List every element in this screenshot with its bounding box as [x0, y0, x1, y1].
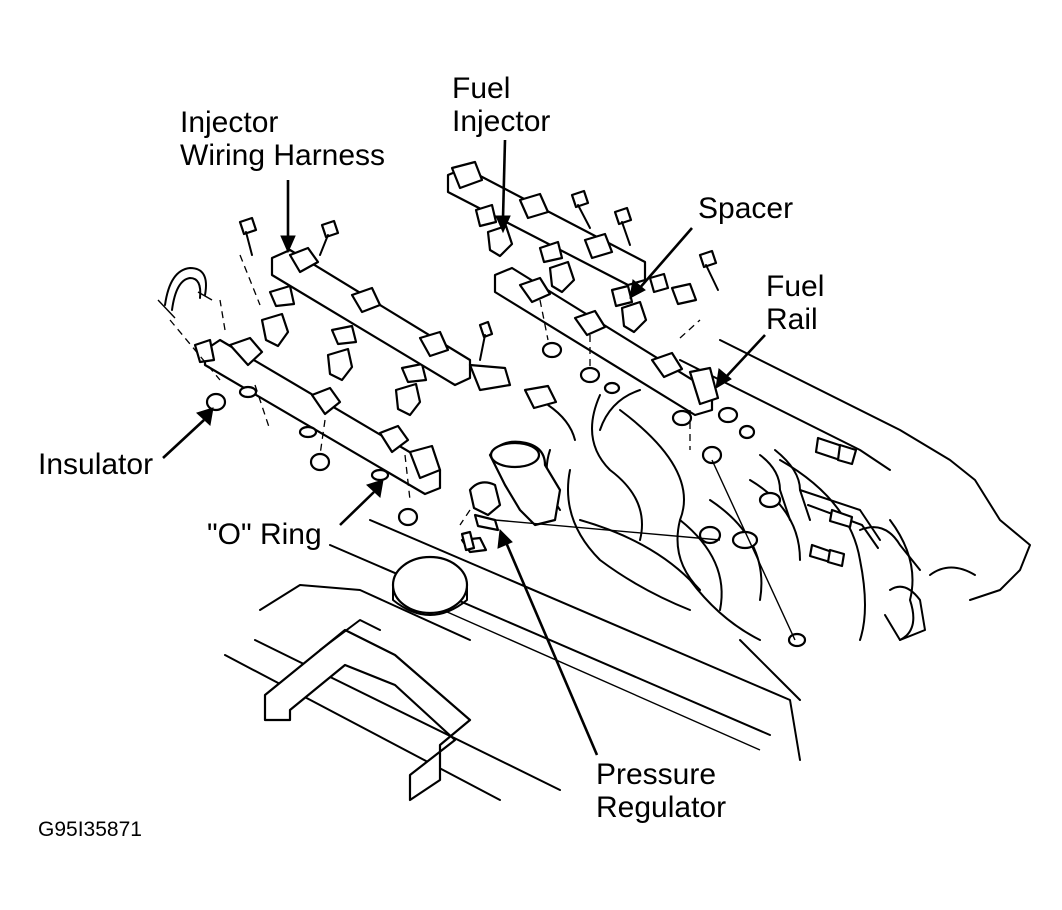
- intake-manifold: [545, 339, 1031, 701]
- label-injector-wiring-harness-line2: Wiring Harness: [180, 139, 386, 172]
- label-fuel-rail-line1: Fuel: [766, 270, 825, 303]
- engine-block: [224, 519, 801, 802]
- label-fuel-rail: Fuel Rail: [766, 270, 824, 336]
- label-o-ring: "O" Ring: [207, 518, 322, 551]
- pressure-regulator-part: [459, 440, 721, 554]
- label-fuel-rail-line2: Rail: [766, 303, 818, 336]
- label-pressure-regulator-line1: Pressure: [596, 758, 717, 791]
- right-fuel-rail: [493, 266, 796, 641]
- leader-arrows: [162, 139, 766, 756]
- label-fuel-injector-line2: Injector: [452, 105, 551, 138]
- label-insulator: Insulator: [38, 448, 154, 481]
- label-pressure-regulator: Pressure Regulator: [596, 758, 726, 824]
- label-spacer: Spacer: [698, 192, 794, 225]
- left-injectors: [260, 284, 428, 417]
- label-injector-wiring-harness: Injector Wiring Harness: [180, 106, 385, 172]
- label-fuel-injector: Fuel Injector: [452, 72, 550, 138]
- left-wiring-harness: [270, 219, 576, 441]
- label-fuel-injector-line1: Fuel: [452, 72, 511, 105]
- right-wiring-harness: [446, 160, 719, 291]
- left-fuel-rail: [157, 216, 476, 552]
- figure-code: G95I35871: [38, 818, 142, 841]
- label-pressure-regulator-line2: Regulator: [596, 791, 727, 824]
- label-injector-wiring-harness-line1: Injector: [180, 106, 279, 139]
- right-injectors: [474, 203, 698, 334]
